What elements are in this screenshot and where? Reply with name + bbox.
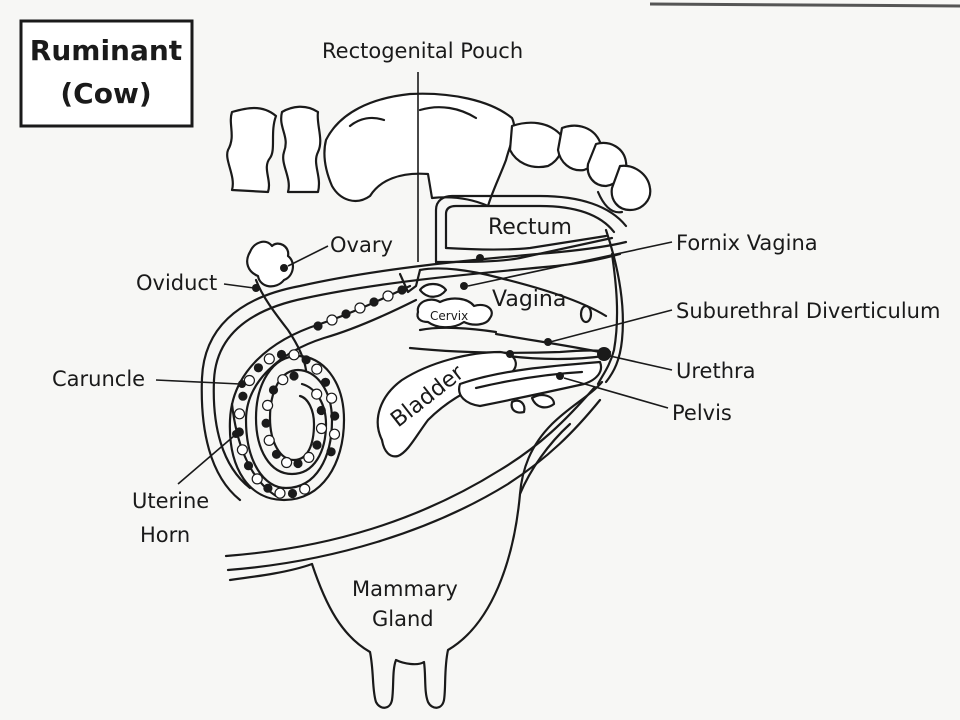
- caruncle-bead: [328, 428, 341, 440]
- label-fornix-vagina: Fornix Vagina: [676, 231, 818, 255]
- label-pelvis: Pelvis: [672, 401, 732, 425]
- caruncle-bead: [268, 385, 279, 395]
- leader-ovary: [287, 245, 329, 267]
- caruncle-bead: [326, 447, 336, 457]
- caruncle-bead: [288, 349, 300, 361]
- leader-oviduct: [223, 283, 255, 289]
- urethra-tube: [506, 354, 606, 361]
- label-rectum: Rectum: [488, 215, 572, 240]
- label-rectogenital-pouch: Rectogenital Pouch: [322, 39, 523, 63]
- leader-urethra: [609, 355, 673, 371]
- caruncle-bead: [293, 458, 303, 469]
- caruncle-bead: [277, 374, 289, 386]
- caruncle-bead: [236, 444, 248, 456]
- caruncle-bead: [263, 483, 273, 493]
- caruncle-bead: [316, 405, 326, 416]
- label-oviduct: Oviduct: [136, 271, 217, 295]
- caruncle-bead: [251, 473, 263, 485]
- leader-caruncle: [155, 379, 241, 385]
- caruncle-bead: [263, 353, 275, 365]
- label-mammary-gland-line2: Gland: [372, 607, 434, 631]
- caruncle-bead: [326, 392, 338, 404]
- caruncle-bead: [303, 451, 315, 463]
- rectum: [434, 194, 628, 264]
- caruncle-bead: [312, 440, 322, 450]
- leader-suburethral-diverticulum: [549, 309, 673, 343]
- leader-fornix-vagina: [467, 241, 673, 287]
- pelvis-dot: [556, 372, 564, 380]
- vertebral-column: [226, 92, 652, 214]
- caruncle-bead: [299, 483, 311, 495]
- caruncle-bead: [311, 363, 323, 375]
- caruncle-bead: [354, 302, 366, 314]
- page-edge: [649, 2, 960, 8]
- caruncle-bead: [243, 461, 254, 471]
- caruncle-bead: [253, 363, 263, 373]
- caruncle-bead: [274, 487, 286, 499]
- caruncle-bead: [238, 391, 248, 401]
- caruncle-bead: [262, 399, 274, 411]
- cervix: [416, 282, 498, 334]
- caruncle-bead: [369, 297, 379, 307]
- ovary-shape: [246, 240, 294, 288]
- caruncle-bead: [313, 321, 323, 331]
- caruncle-bead: [261, 418, 271, 428]
- label-cervix: Cervix: [430, 309, 468, 323]
- mammary-gland: [228, 380, 604, 709]
- uterine-horn-dot: [232, 430, 240, 438]
- leader-uterine-horn: [177, 435, 235, 485]
- caruncle-bead: [276, 349, 287, 360]
- ovary-dot: [280, 264, 288, 272]
- caruncle-marker-dot: [238, 380, 246, 388]
- title-box: [19, 19, 194, 128]
- caruncle-bead: [243, 374, 255, 387]
- caruncle-bead: [341, 309, 351, 319]
- peritoneum-lines: [200, 240, 628, 572]
- caruncle-bead: [289, 371, 299, 381]
- body-wall-edge: [604, 228, 624, 384]
- label-ovary: Ovary: [330, 233, 393, 257]
- title-line-1: Ruminant: [30, 34, 182, 67]
- caruncle-bead: [271, 449, 282, 459]
- label-mammary-gland-line1: Mammary: [352, 577, 458, 601]
- caruncle-dots: [233, 285, 407, 499]
- urethra-dot: [506, 350, 514, 358]
- caruncle-bead: [326, 314, 338, 326]
- caruncle-bead: [263, 434, 275, 446]
- label-suburethral-diverticulum: Suburethral Diverticulum: [676, 299, 940, 323]
- label-urethra: Urethra: [676, 359, 756, 383]
- caruncle-bead: [233, 408, 246, 420]
- caruncle-bead: [287, 488, 298, 499]
- label-uterine-horn-line1: Uterine: [132, 489, 209, 513]
- caruncle-bead: [330, 411, 340, 421]
- caruncle-bead: [320, 377, 331, 387]
- suburethral-dot: [544, 338, 552, 346]
- label-caruncle: Caruncle: [52, 367, 145, 391]
- vulva-marker: [579, 304, 593, 324]
- caruncle-bead: [397, 285, 407, 295]
- caruncle-bead: [315, 422, 328, 435]
- label-vagina: Vagina: [492, 287, 566, 312]
- label-uterine-horn-line2: Horn: [140, 523, 190, 547]
- fornix-dot: [460, 282, 468, 290]
- title-line-2: (Cow): [60, 77, 151, 110]
- urethral-orifice: [597, 347, 611, 361]
- caruncle-bead: [382, 290, 394, 302]
- caruncle-bead: [311, 388, 323, 400]
- caruncle-bead: [301, 355, 311, 365]
- caruncle-bead: [281, 456, 293, 469]
- leader-pelvis: [563, 377, 669, 409]
